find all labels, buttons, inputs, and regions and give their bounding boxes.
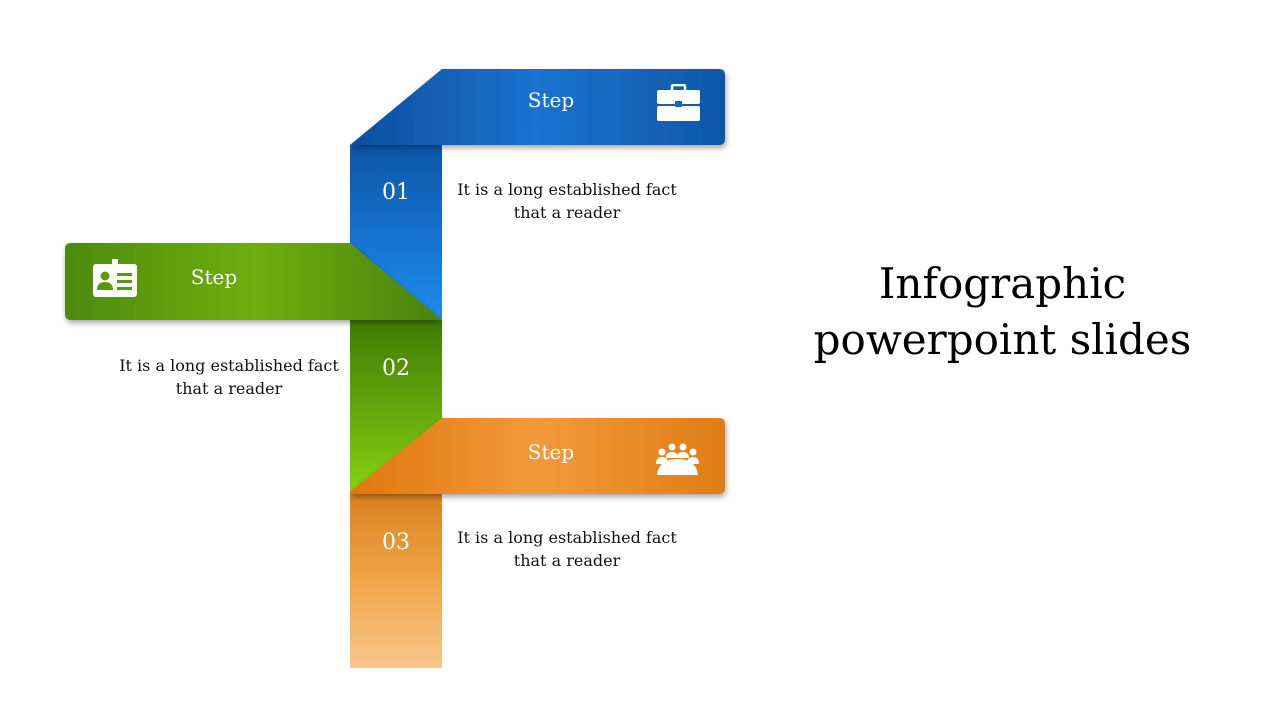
step-02-banner [65,243,442,320]
step-01-description: It is a long established fact that a rea… [457,180,677,222]
step-02-label: Step [190,265,238,289]
id-card-icon [93,259,137,297]
slide-title: Infographic powerpoint slides [813,259,1192,364]
step-01-banner [350,69,725,145]
step-03-label: Step [527,440,575,464]
step-03-description: It is a long established fact that a rea… [457,528,677,570]
step-03-number: 03 [382,530,410,555]
step-02-number: 02 [382,356,410,381]
step-03-column [350,492,442,668]
briefcase-icon [657,84,700,121]
step-02-description: It is a long established fact that a rea… [119,356,339,398]
meeting-group-icon [656,443,699,475]
step-01-number: 01 [382,180,410,205]
step-01-label: Step [527,88,575,112]
step-03-banner [350,418,725,494]
